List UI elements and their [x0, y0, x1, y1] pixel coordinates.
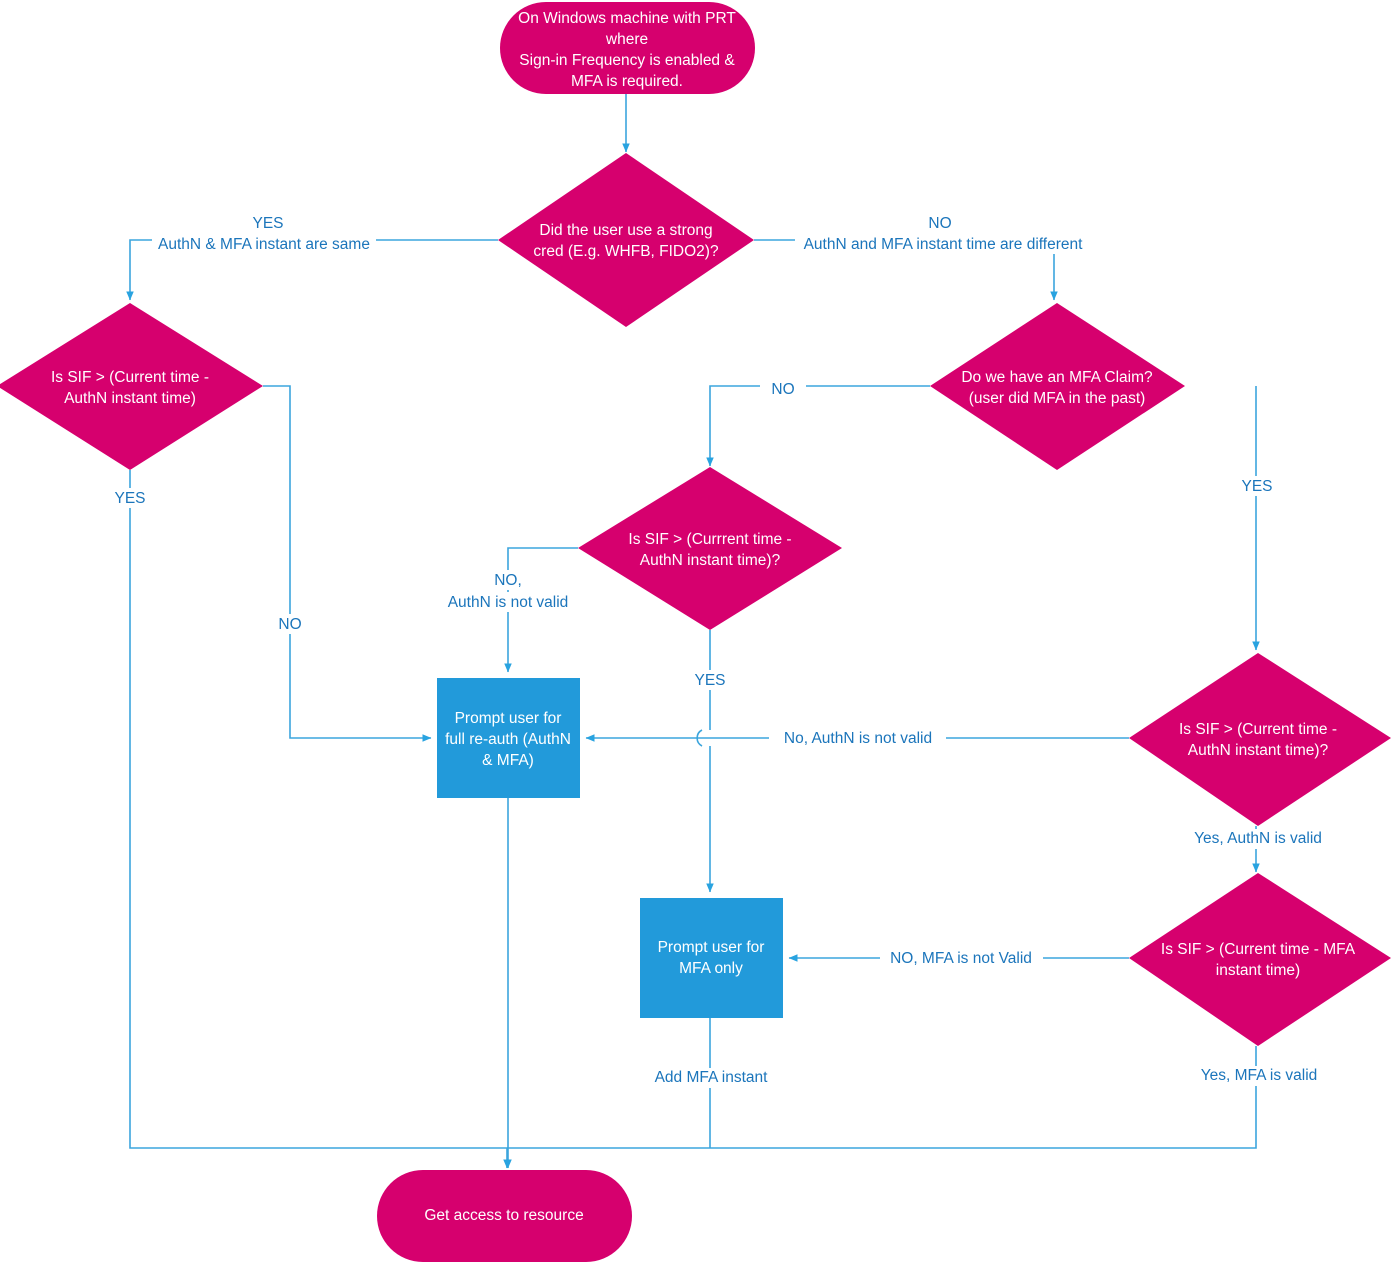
node-get-access-label: Get access to resource [424, 1207, 583, 1224]
node-full-reauth-line-2: full re-auth (AuthN [445, 731, 571, 748]
edge-label-sif-mid-yes: YES [684, 670, 736, 690]
node-start-line-2: where [605, 31, 648, 48]
node-full-reauth-line-1: Prompt user for [455, 710, 562, 727]
node-sif-right-mfa-line-2: instant time) [1216, 962, 1300, 979]
node-prompt-full-reauth[interactable]: Prompt user for full re-auth (AuthN & MF… [437, 678, 580, 798]
node-strong-cred[interactable]: Did the user use a strong cred (E.g. WHF… [498, 153, 754, 327]
node-mfa-claim[interactable]: Do we have an MFA Claim? (user did MFA i… [930, 303, 1185, 470]
node-sif-authn-right[interactable]: Is SIF > (Current time - AuthN instant t… [1129, 653, 1391, 826]
edge-label-strong-cred-yes: YES AuthN & MFA instant are same [152, 213, 376, 254]
label-left-yes: YES [114, 490, 145, 507]
label-mfa-claim-yes: YES [1241, 478, 1272, 495]
node-sif-left-line-1: Is SIF > (Current time - [51, 369, 209, 386]
label-yes-same-1: YES [252, 215, 283, 232]
label-right-mfa-no: NO, MFA is not Valid [890, 950, 1032, 967]
node-start-line-3: Sign-in Frequency is enabled & [519, 52, 735, 69]
label-add-mfa-instant: Add MFA instant [655, 1069, 769, 1086]
edge-label-right-mfa-no: NO, MFA is not Valid [880, 949, 1043, 969]
edge-label-sif-mid-no: NO, AuthN is not valid [434, 570, 582, 612]
node-sif-authn-left[interactable]: Is SIF > (Current time - AuthN instant t… [0, 303, 263, 470]
edge-sif-right-mfa-yes [507, 1046, 1257, 1149]
node-full-reauth-line-3: & MFA) [482, 752, 534, 769]
edge-label-right-authn-no: No, AuthN is not valid [769, 729, 946, 749]
node-strong-cred-line-1: Did the user use a strong [539, 222, 712, 239]
node-start-line-4: MFA is required. [571, 73, 683, 90]
edge-label-sif-left-no: NO [267, 614, 313, 634]
label-right-authn-yes: Yes, AuthN is valid [1194, 830, 1322, 847]
node-start-line-1: On Windows machine with PRT [518, 10, 736, 27]
node-mfa-claim-line-2: (user did MFA in the past) [969, 390, 1146, 407]
edge-label-right-authn-yes: Yes, AuthN is valid [1186, 829, 1330, 849]
node-mfa-claim-line-1: Do we have an MFA Claim? [961, 369, 1153, 386]
label-yes-same-2: AuthN & MFA instant are same [158, 236, 370, 253]
node-sif-right-authn-line-2: AuthN instant time)? [1188, 742, 1329, 759]
node-prompt-mfa-only[interactable]: Prompt user for MFA only [640, 898, 783, 1018]
edge-label-sif-left-yes: YES [104, 488, 156, 508]
node-sif-right-authn-line-1: Is SIF > (Current time - [1179, 721, 1337, 738]
edge-mfa-claim-no [706, 385, 930, 467]
edge-label-right-mfa-yes: Yes, MFA is valid [1191, 1066, 1327, 1086]
edge-sif-mid-no [504, 547, 578, 673]
edge-label-add-mfa-instant: Add MFA instant [641, 1068, 781, 1088]
label-right-mfa-yes: Yes, MFA is valid [1201, 1067, 1318, 1084]
node-get-access[interactable]: Get access to resource [377, 1170, 632, 1262]
node-sif-mid-line-1: Is SIF > (Currrent time - [628, 531, 791, 548]
label-no-diff-2: AuthN and MFA instant time are different [804, 236, 1084, 253]
edge-sif-left-no [263, 385, 432, 742]
label-mid-yes: YES [694, 672, 725, 689]
node-strong-cred-line-2: cred (E.g. WHFB, FIDO2)? [533, 243, 719, 260]
node-sif-authn-mid[interactable]: Is SIF > (Currrent time - AuthN instant … [578, 467, 842, 630]
label-no-diff-1: NO [928, 215, 951, 232]
label-left-no: NO [278, 616, 301, 633]
edge-sif-mid-yes [696, 630, 710, 892]
label-mfa-claim-no: NO [771, 381, 794, 398]
label-mid-no-2: AuthN is not valid [448, 594, 569, 611]
edge-label-strong-cred-no: NO AuthN and MFA instant time are differ… [795, 213, 1092, 254]
edge-label-mfa-claim-yes: YES [1231, 476, 1283, 496]
edge-label-mfa-claim-no: NO [760, 380, 806, 400]
node-mfa-only-line-1: Prompt user for [658, 939, 765, 956]
node-start[interactable]: On Windows machine with PRT where Sign-i… [500, 2, 755, 94]
label-right-authn-no: No, AuthN is not valid [784, 730, 932, 747]
node-sif-right-mfa-line-1: Is SIF > (Current time - MFA [1161, 941, 1356, 958]
node-sif-mid-line-2: AuthN instant time)? [640, 552, 781, 569]
node-mfa-only-line-2: MFA only [679, 960, 743, 977]
node-sif-left-line-2: AuthN instant time) [64, 390, 196, 407]
label-mid-no-1: NO, [494, 572, 522, 589]
node-sif-mfa-right[interactable]: Is SIF > (Current time - MFA instant tim… [1129, 873, 1391, 1046]
edge-sif-left-yes [129, 470, 511, 1169]
